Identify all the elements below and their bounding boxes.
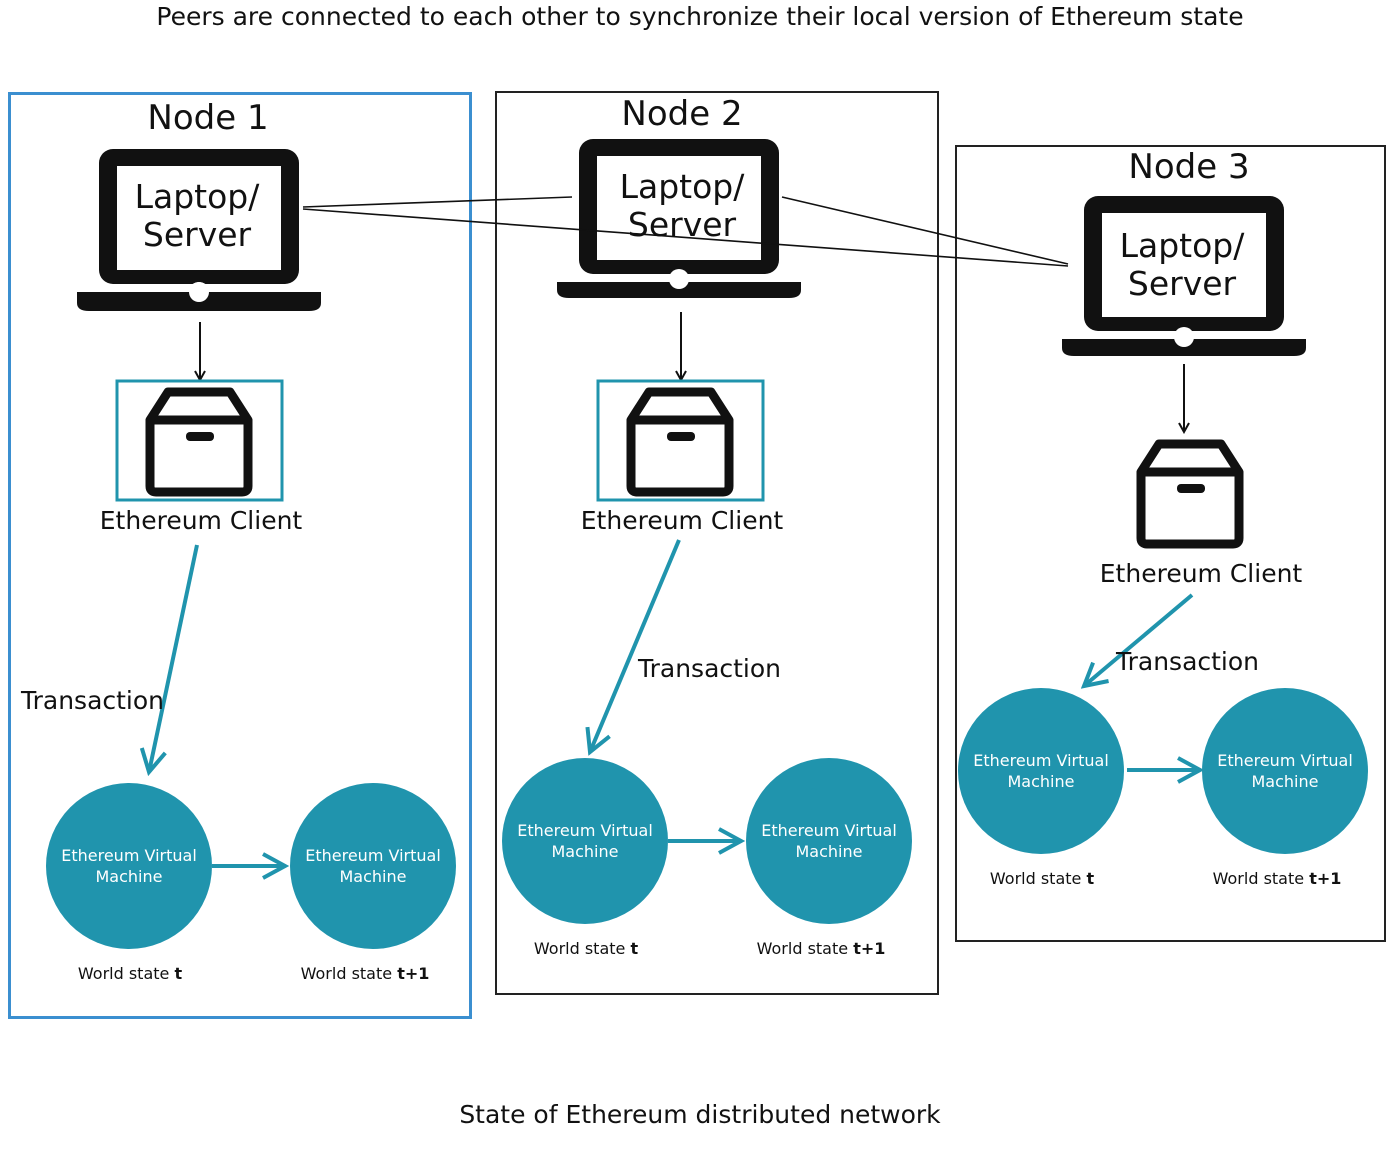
world-state-label-node2-t1: World state t+1 [756, 939, 886, 958]
node-2-title: Node 2 [621, 94, 743, 134]
box-icon [626, 387, 734, 497]
transaction-label-3: Transaction [1116, 647, 1260, 676]
client-frame-2 [596, 379, 765, 502]
node-1-box [8, 92, 472, 1019]
transaction-arrow-1 [149, 544, 199, 772]
world-state-label-node1-t1: World state t+1 [300, 964, 430, 983]
laptop-label-1: Laptop/Server [134, 177, 260, 254]
laptop-icon [77, 149, 321, 311]
client-label-2: Ethereum Client [580, 506, 784, 535]
laptop-icon [1062, 196, 1306, 356]
diagram-header: Peers are connected to each other to syn… [156, 2, 1244, 31]
client-label-3: Ethereum Client [1099, 559, 1303, 588]
transaction-arrow-3 [1084, 593, 1194, 686]
laptop-label-2: Laptop/Server [619, 167, 745, 244]
laptop-label-3: Laptop/Server [1119, 226, 1245, 303]
node-3-title: Node 3 [1128, 147, 1250, 187]
diagram-footer: State of Ethereum distributed network [459, 1100, 941, 1129]
node-1-title: Node 1 [147, 98, 269, 138]
node-3-box [955, 145, 1386, 942]
transaction-arrow-2 [590, 539, 681, 752]
node-2-box [495, 91, 939, 995]
peer-connection-lines [302, 196, 1069, 267]
transaction-label-2: Transaction [638, 654, 782, 683]
world-state-label-node3-t1: World state t+1 [1212, 869, 1342, 888]
world-state-label-node3-t: World state t [989, 869, 1095, 888]
client-frame-1 [115, 379, 284, 502]
client-label-1: Ethereum Client [99, 506, 303, 535]
transaction-label-1: Transaction [21, 686, 165, 715]
world-state-label-node2-t: World state t [533, 939, 639, 958]
world-state-label-node1-t: World state t [77, 964, 183, 983]
box-icon [1136, 439, 1244, 549]
box-icon [145, 387, 253, 497]
